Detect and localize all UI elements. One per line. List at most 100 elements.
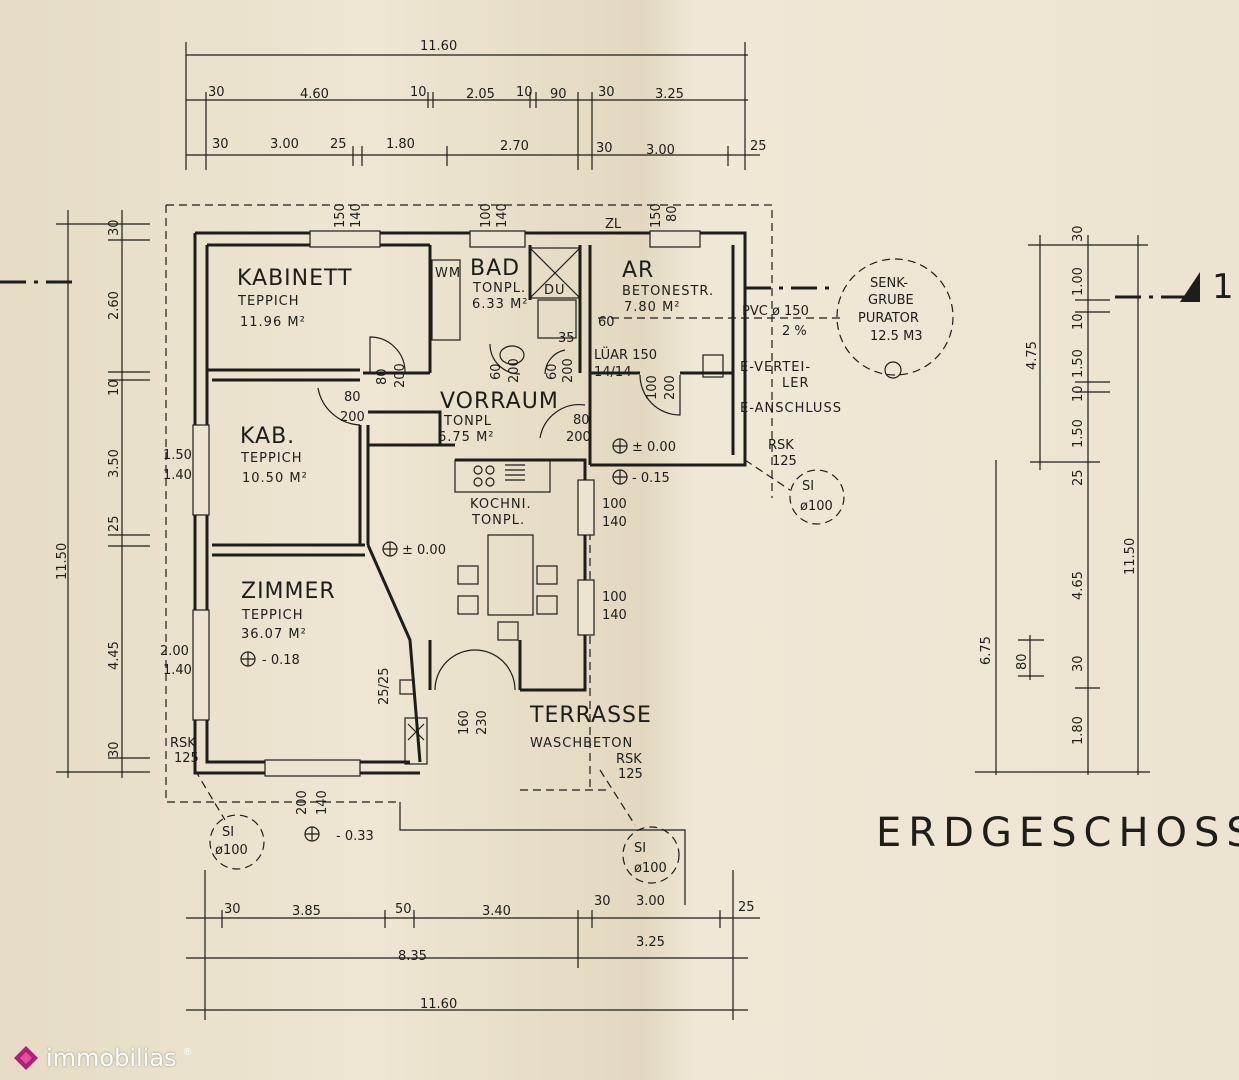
kitchen-label: KOCHNI.	[470, 497, 532, 512]
e-verteiler-label: E-VERTEI-	[740, 360, 811, 375]
room-area: 7.80 M²	[624, 300, 681, 315]
opening-dim: 100	[602, 590, 627, 605]
rsk-value: 125	[772, 454, 797, 469]
opening-dim: 1.50	[163, 448, 192, 463]
dim-right: 1.00	[1071, 267, 1086, 296]
dim-top-r3: 30	[212, 137, 229, 152]
opening-dim: 60	[545, 363, 560, 380]
room-area: 6.33 M²	[472, 297, 529, 312]
brand-mark-icon	[14, 1046, 38, 1070]
opening-dim: 100	[479, 203, 494, 228]
room-floor: TONPL	[443, 414, 492, 429]
dim-bottom-overall: 11.60	[420, 997, 457, 1012]
opening-dim: 200	[340, 410, 365, 425]
opening-dim: 150	[649, 203, 664, 228]
septic-label-2: GRUBE	[868, 293, 914, 308]
room-floor: TEPPICH	[240, 451, 303, 466]
opening-dim: 100	[645, 375, 660, 400]
opening-dim: 2.00	[160, 644, 189, 659]
wm-label: WM	[435, 266, 461, 281]
dim-top-r3: 3.00	[646, 143, 675, 158]
rsk-value: 125	[174, 751, 199, 766]
windows	[192, 230, 701, 777]
dim-top-r2: 10	[410, 85, 427, 100]
opening-dim: 140	[349, 203, 364, 228]
opening-dim: 60	[489, 363, 504, 380]
dim-left: 30	[107, 741, 122, 758]
dim-top-r3: 3.00	[270, 137, 299, 152]
opening-dim: 80	[573, 413, 590, 428]
room-name: ZIMMER	[241, 579, 336, 604]
dim-right: 30	[1071, 225, 1086, 242]
si-label: SI	[802, 479, 814, 494]
du-label: DU	[544, 283, 566, 298]
room-floor: BETONESTR.	[622, 284, 714, 299]
dim-bottom: 25	[738, 900, 755, 915]
opening-dim: 200	[566, 430, 591, 445]
dim-top-r2: 90	[550, 87, 567, 102]
utility-annotations: ZL LÜAR 150 14/14 PVC ø 150 2 % E-VERTEI…	[170, 217, 845, 884]
left-dimension-chains: 11.50 30 2.60 10 3.50 25 4.45 30	[55, 210, 150, 778]
room-floor: WASCHBETON	[530, 736, 633, 751]
dim-left-overall: 11.50	[55, 543, 70, 580]
plan-title: ERDGESCHOSS	[876, 810, 1239, 856]
terrace-edge	[399, 802, 686, 905]
dim-right: 10	[1071, 313, 1086, 330]
brand-logo: immobilias ®	[12, 1044, 193, 1072]
level-label: ± 0.00	[402, 543, 446, 558]
vent-shaft	[399, 679, 415, 695]
septic-label-3: PURATOR	[858, 311, 919, 326]
room-area: 36.07 M²	[241, 627, 307, 642]
dim-bottom: 3.85	[292, 904, 321, 919]
opening-dim: 25/25	[377, 668, 392, 705]
level-label: - 0.15	[632, 471, 670, 486]
dim-bottom: 3.00	[636, 894, 665, 909]
pvc-label: PVC ø 150	[742, 304, 809, 319]
dim-bottom: 30	[224, 902, 241, 917]
e-verteiler-box	[702, 354, 724, 378]
room-name: KAB.	[240, 424, 295, 449]
bathroom-fixtures: WM DU	[431, 247, 581, 365]
kitchen-floor: TONPL.	[471, 513, 525, 528]
dim-right: 1.50	[1071, 349, 1086, 378]
room-area: 11.96 M²	[240, 315, 306, 330]
opening-dim: 140	[602, 515, 627, 530]
section-axis: 1	[0, 267, 1234, 307]
si-label: SI	[634, 841, 646, 856]
dim-top-r2: 2.05	[466, 87, 495, 102]
brand-registered: ®	[182, 1046, 193, 1058]
dim-right: 1.80	[1071, 716, 1086, 745]
dim-right: 4.75	[1025, 341, 1040, 370]
opening-dim: 230	[475, 710, 490, 735]
opening-dim: 200	[663, 375, 678, 400]
terrace-boundary	[520, 480, 610, 791]
dim-top-r2: 30	[208, 85, 225, 100]
chimney	[404, 717, 428, 765]
kitchen-furniture	[454, 459, 558, 641]
room-name: AR	[622, 258, 654, 283]
level-label: - 0.18	[262, 653, 300, 668]
luer-dim: 14/14	[594, 365, 631, 380]
e-anschluss-label: E-ANSCHLUSS	[740, 401, 842, 416]
dim-right: 10	[1071, 385, 1086, 402]
boundary-line	[165, 204, 773, 803]
room-area: 6.75 M²	[438, 430, 495, 445]
dim-right: 4.65	[1071, 571, 1086, 600]
opening-dim: 200	[393, 363, 408, 388]
opening-dim: 35	[558, 331, 575, 346]
opening-dim: 100	[602, 497, 627, 512]
level-label: ± 0.00	[632, 440, 676, 455]
dim-top-r3: 2.70	[500, 139, 529, 154]
room-floor: TEPPICH	[241, 608, 304, 623]
dim-bottom: 3.25	[636, 935, 665, 950]
rsk-label: RSK	[170, 736, 196, 751]
dim-top-r3: 25	[330, 137, 347, 152]
dim-bottom: 3.40	[482, 904, 511, 919]
dim-left: 3.50	[107, 449, 122, 478]
opening-dim: 80	[344, 390, 361, 405]
dim-top-r2: 4.60	[300, 87, 329, 102]
dim-left: 30	[107, 219, 122, 236]
dim-top-r2: 10	[516, 85, 533, 100]
